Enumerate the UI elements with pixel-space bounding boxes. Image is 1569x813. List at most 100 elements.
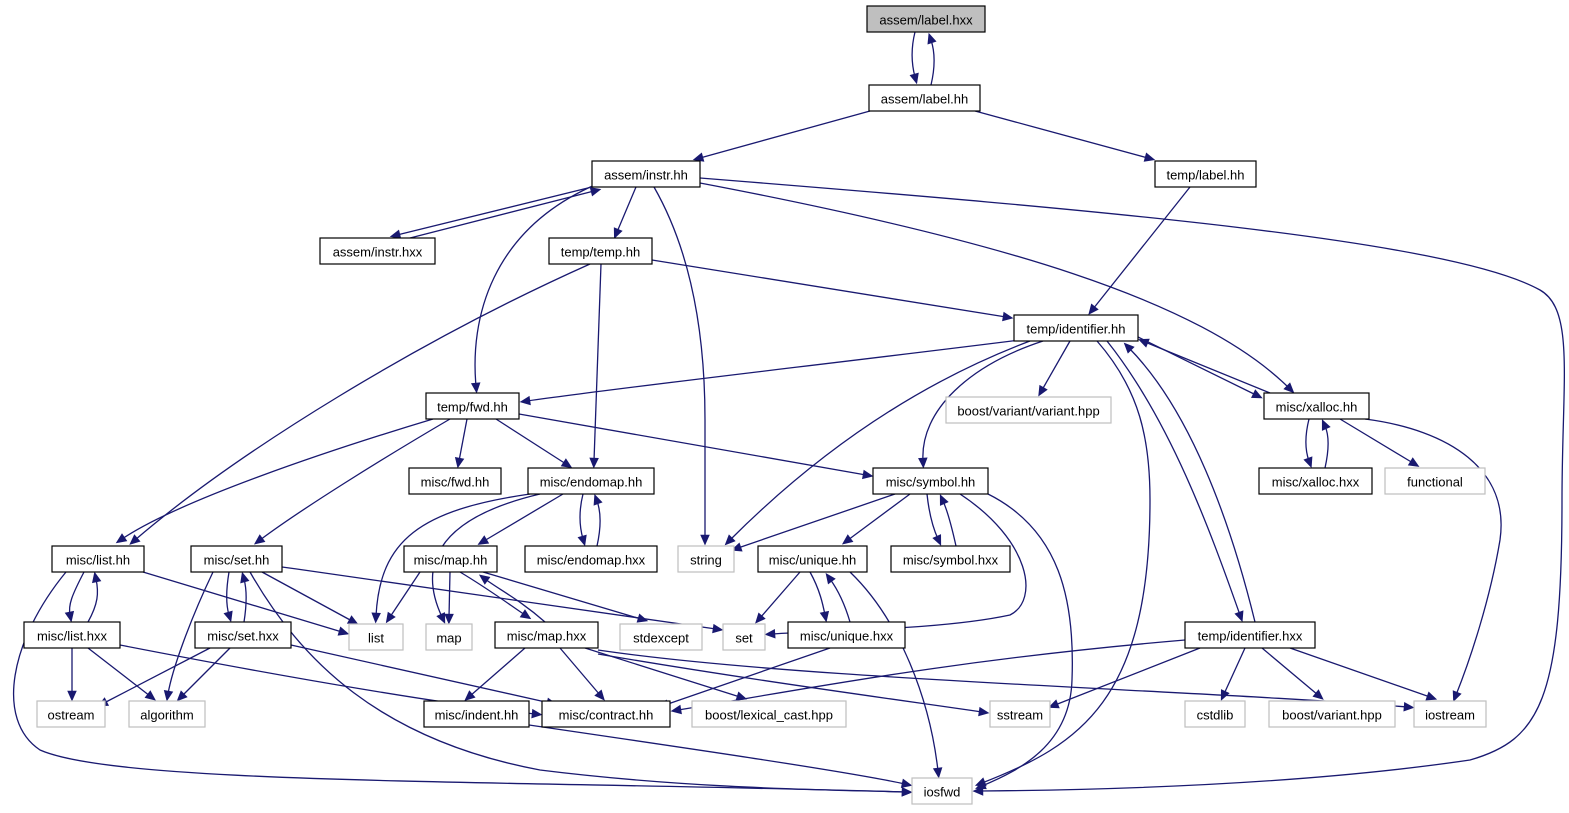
node-label: misc/set.hh (204, 553, 270, 568)
edge-line (1041, 340, 1071, 391)
edge-misc-set-hh-to-iosfwd (249, 571, 913, 797)
node-label: misc/set.hxx (207, 629, 279, 644)
node-temp-fwd-hh[interactable]: temp/fwd.hh (425, 392, 520, 420)
node-misc-endomap-hh[interactable]: misc/endomap.hh (527, 467, 655, 495)
edge-arrowhead (1234, 610, 1244, 623)
node-box (911, 777, 973, 805)
node-misc-set-hxx[interactable]: misc/set.hxx (194, 621, 292, 649)
node-label: assem/instr.hxx (333, 245, 423, 260)
node-box (1184, 621, 1316, 649)
node-label: misc/indent.hh (435, 708, 519, 723)
edge-misc-set-hxx-to-misc-contract-hh (290, 644, 558, 707)
node-assem-instr-hh[interactable]: assem/instr.hh (591, 160, 701, 188)
node-label: set (735, 631, 753, 646)
node-box (757, 545, 868, 573)
node-box (1268, 700, 1396, 728)
edge-assem-instr-hh-to-misc-xalloc-hh (699, 182, 1295, 394)
edge-misc-xalloc-hxx-to-misc-xalloc-hh (1321, 419, 1331, 469)
edge-temp-identifier-hxx-to-sstream (1047, 647, 1201, 709)
node-misc-symbol-hxx[interactable]: misc/symbol.hxx (890, 545, 1011, 573)
node-label: misc/xalloc.hh (1276, 400, 1358, 415)
node-box (548, 237, 653, 265)
edge-line (597, 653, 983, 713)
node-misc-unique-hh[interactable]: misc/unique.hh (757, 545, 868, 573)
node-temp-identifier-hh[interactable]: temp/identifier.hh (1013, 314, 1139, 342)
edge-line (167, 571, 214, 695)
node-label: misc/list.hxx (37, 629, 108, 644)
edge-misc-symbol-hh-to-misc-symbol-hxx (926, 493, 942, 546)
edge-line (290, 644, 551, 704)
node-misc-map-hxx[interactable]: misc/map.hxx (494, 621, 599, 649)
node-box (1013, 314, 1139, 342)
node-box (541, 700, 671, 728)
node-box (1384, 467, 1486, 495)
node-box (527, 467, 655, 495)
node-misc-endomap-hxx[interactable]: misc/endomap.hxx (524, 545, 658, 573)
edge-line (474, 183, 598, 387)
edge-arrowhead (454, 456, 465, 469)
edge-line (483, 493, 564, 542)
edge-line (87, 647, 151, 697)
edge-arrowhead (385, 611, 396, 624)
node-temp-label-hh[interactable]: temp/label.hh (1154, 160, 1257, 188)
node-box (1184, 700, 1246, 728)
node-iosfwd: iosfwd (911, 777, 973, 805)
node-box (619, 623, 703, 651)
edge-arrowhead (932, 534, 942, 546)
edge-arrowhead (712, 623, 724, 634)
node-misc-xalloc-hxx[interactable]: misc/xalloc.hxx (1258, 467, 1373, 495)
node-label: misc/list.hh (66, 553, 130, 568)
node-assem-label-hh[interactable]: assem/label.hh (868, 84, 981, 112)
node-misc-unique-hxx[interactable]: misc/unique.hxx (787, 621, 906, 649)
edge-misc-xalloc-hh-to-misc-xalloc-hxx (1303, 418, 1313, 469)
edge-arrowhead (1002, 311, 1014, 322)
node-label: functional (1407, 475, 1463, 490)
edge-misc-xalloc-hh-to-temp-identifier-hh (1138, 338, 1271, 394)
node-assem-instr-hxx[interactable]: assem/instr.hxx (319, 237, 436, 265)
node-misc-set-hh[interactable]: misc/set.hh (190, 545, 283, 573)
edge-line (68, 571, 85, 616)
node-label: temp/temp.hh (561, 245, 641, 260)
edge-misc-unique-hh-to-iosfwd (849, 571, 943, 779)
edge-arrowhead (636, 613, 649, 623)
edge-misc-map-hxx-to-misc-indent-hh (464, 647, 526, 701)
node-temp-temp-hh[interactable]: temp/temp.hh (548, 237, 653, 265)
edge-line (396, 184, 601, 236)
node-box (1413, 700, 1487, 728)
edge-line (829, 578, 851, 623)
edge-arrowhead (593, 493, 603, 506)
node-label: misc/unique.hh (769, 553, 856, 568)
edge-line (281, 566, 717, 630)
edge-line (911, 31, 916, 78)
node-misc-indent-hh[interactable]: misc/indent.hh (423, 700, 530, 728)
node-misc-xalloc-hh[interactable]: misc/xalloc.hh (1263, 392, 1370, 420)
node-misc-fwd-hh[interactable]: misc/fwd.hh (408, 467, 502, 495)
node-misc-contract-hh[interactable]: misc/contract.hh (541, 700, 671, 728)
edge-misc-map-hxx-to-misc-contract-hh (559, 647, 605, 701)
node-misc-list-hxx[interactable]: misc/list.hxx (23, 621, 121, 649)
edge-arrowhead (444, 613, 454, 625)
edge-line (121, 418, 434, 540)
edge-temp-identifier-hxx-to-boost-variant-hpp (1261, 647, 1324, 700)
edge-misc-unique-hh-to-misc-unique-hxx (809, 571, 830, 623)
edge-misc-symbol-hh-to-misc-unique-hh (841, 493, 911, 545)
edge-arrowhead (1303, 456, 1313, 469)
edge-arrowhead (1047, 699, 1060, 709)
edge-misc-set-hxx-to-ostream (97, 647, 211, 707)
node-misc-list-hh[interactable]: misc/list.hh (51, 545, 145, 573)
edge-arrowhead (144, 690, 156, 701)
node-misc-map-hh[interactable]: misc/map.hh (403, 545, 498, 573)
edge-arrowhead (1038, 384, 1048, 397)
edge-arrowhead (389, 229, 402, 239)
edge-arrowhead (825, 572, 836, 585)
edge-line (616, 186, 637, 233)
edge-arrowhead (1321, 419, 1331, 431)
edge-line (974, 110, 1149, 159)
edge-line (1289, 647, 1431, 698)
node-temp-identifier-hxx[interactable]: temp/identifier.hxx (1184, 621, 1316, 649)
edge-arrowhead (724, 534, 736, 546)
edge-arrowhead (464, 690, 476, 701)
node-misc-symbol-hh[interactable]: misc/symbol.hh (872, 467, 989, 495)
edge-misc-endomap-hh-to-misc-map-hh (477, 493, 564, 545)
edge-arrowhead (1312, 689, 1324, 700)
